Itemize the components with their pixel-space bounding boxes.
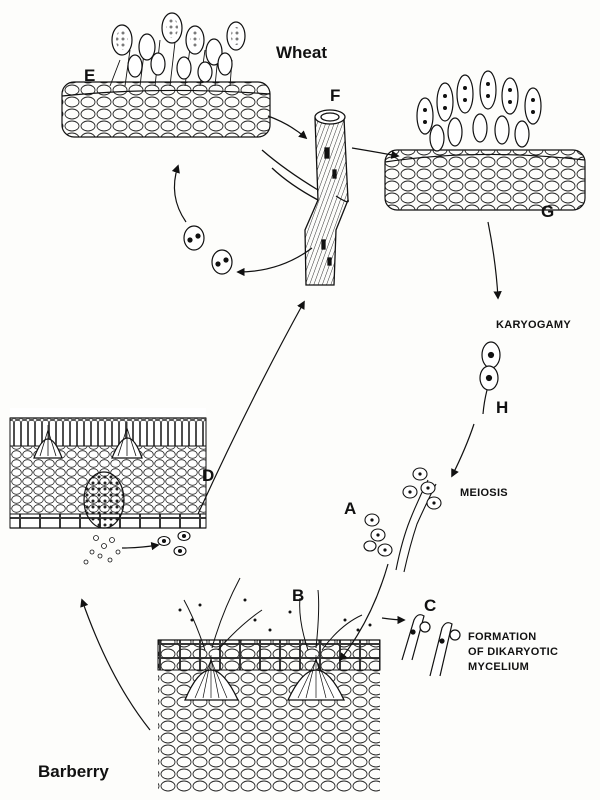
- label-c: C: [424, 596, 437, 615]
- arrow-h-to-meiosis: [451, 423, 475, 478]
- stage-a-basidiospores: [363, 467, 442, 573]
- stage-e-uredinia: [61, 12, 271, 138]
- arrow-f-to-spores: [236, 247, 313, 277]
- arrow-aeciospores-to-f: [197, 300, 305, 515]
- arrow-a-to-b: [338, 563, 389, 662]
- dikaryotic-label-line1: FORMATION: [468, 631, 537, 643]
- stage-c-dikaryotic-hyphae: [401, 614, 461, 677]
- stage-b-barberry-pycnia: [157, 577, 381, 792]
- arrow-b-to-d: [80, 598, 151, 731]
- stage-d-barberry-aecium: [9, 408, 207, 565]
- urediniospores: [183, 225, 233, 275]
- meiosis-label: MEIOSIS: [460, 487, 508, 499]
- arrow-g-to-karyogamy: [487, 221, 502, 300]
- aeciospores: [157, 530, 191, 557]
- arrow-e-to-f: [267, 115, 308, 140]
- label-e: E: [84, 66, 96, 85]
- label-h: H: [496, 398, 509, 417]
- label-g: G: [541, 202, 555, 221]
- arrow-spores-to-e: [171, 164, 187, 223]
- arrow-f-to-g: [351, 147, 400, 159]
- label-b: B: [292, 586, 305, 605]
- label-a: A: [344, 499, 357, 518]
- karyogamy-label: KARYOGAMY: [496, 319, 572, 331]
- stage-h-teliospore: [479, 341, 501, 415]
- barberry-label: Barberry: [38, 762, 109, 781]
- dikaryotic-label-line2: OF DIKARYOTIC: [468, 646, 559, 658]
- cycle-arrows: [80, 115, 502, 731]
- wheat-label: Wheat: [276, 43, 327, 62]
- dikaryotic-label-line3: MYCELIUM: [468, 661, 530, 673]
- arrow-b-to-c: [381, 615, 406, 625]
- arrow-d-to-aeciospores: [121, 541, 160, 551]
- label-f: F: [330, 86, 341, 105]
- label-d: D: [202, 466, 215, 485]
- stage-f-wheat-stem: [261, 109, 349, 286]
- stage-g-telia: [384, 70, 586, 211]
